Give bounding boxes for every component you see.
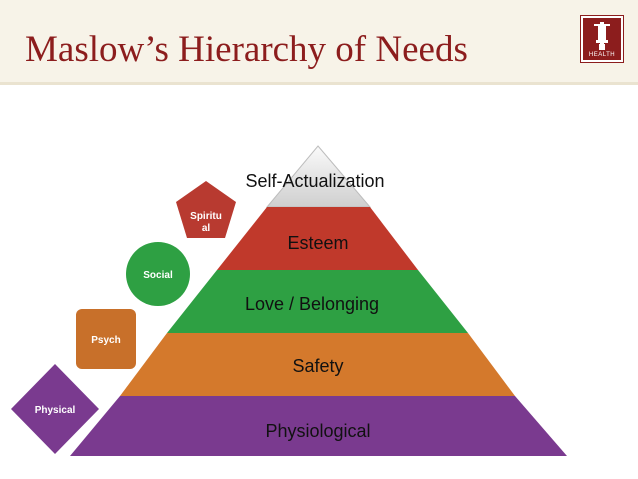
label-physiological: Physiological <box>265 421 370 441</box>
psych-label: Psych <box>91 335 120 346</box>
social-circle <box>126 242 190 306</box>
label-esteem: Esteem <box>287 233 348 253</box>
pyramid-layer-esteem <box>217 207 418 270</box>
label-self-actualization: Self-Actualization <box>245 171 384 191</box>
trident-icon <box>594 22 610 50</box>
pyramid-layer-safety <box>120 333 515 396</box>
header-divider <box>0 82 638 85</box>
pyramid-layer-love-belonging <box>167 270 468 333</box>
slide-header <box>0 0 638 82</box>
spiritual-label-line2: al <box>202 223 211 234</box>
physical-label: Physical <box>35 405 76 416</box>
psych-rounded-square <box>76 309 136 369</box>
slide-title: Maslow’s Hierarchy of Needs <box>25 29 468 70</box>
social-label: Social <box>143 270 173 281</box>
physical-diamond <box>11 364 99 454</box>
label-love-belonging: Love / Belonging <box>245 294 379 314</box>
label-safety: Safety <box>292 356 343 376</box>
spiritual-pentagon <box>176 181 236 238</box>
spiritual-label-line1: Spiritu <box>190 211 222 222</box>
iu-health-logo: HEALTH <box>580 15 624 63</box>
pyramid-layer-physiological <box>70 396 567 456</box>
logo-text: HEALTH <box>588 52 616 58</box>
